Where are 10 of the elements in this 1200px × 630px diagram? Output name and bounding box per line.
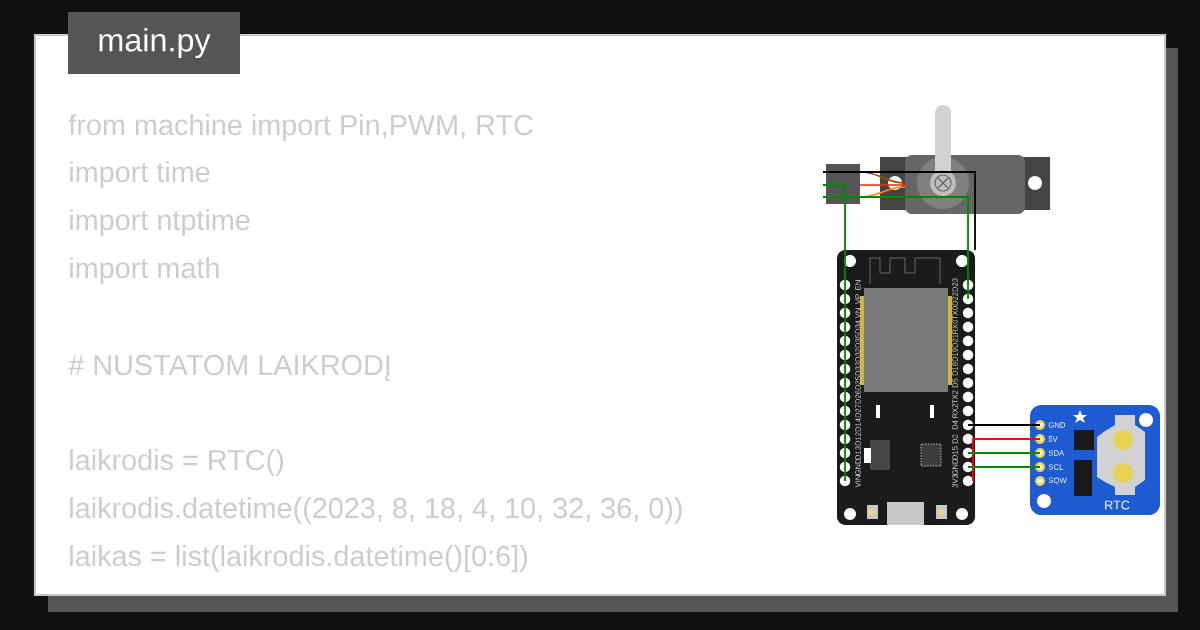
wire: [822, 184, 846, 482]
file-tab: main.py: [68, 12, 241, 74]
wire: [822, 171, 976, 251]
servo-motor-drawing: [826, 105, 1050, 214]
wire: [967, 466, 1041, 468]
wire: [972, 438, 1041, 482]
wire: [967, 452, 1041, 454]
wire: [967, 424, 1041, 426]
wire: [822, 196, 969, 300]
module-label: RTC: [1105, 500, 1130, 510]
